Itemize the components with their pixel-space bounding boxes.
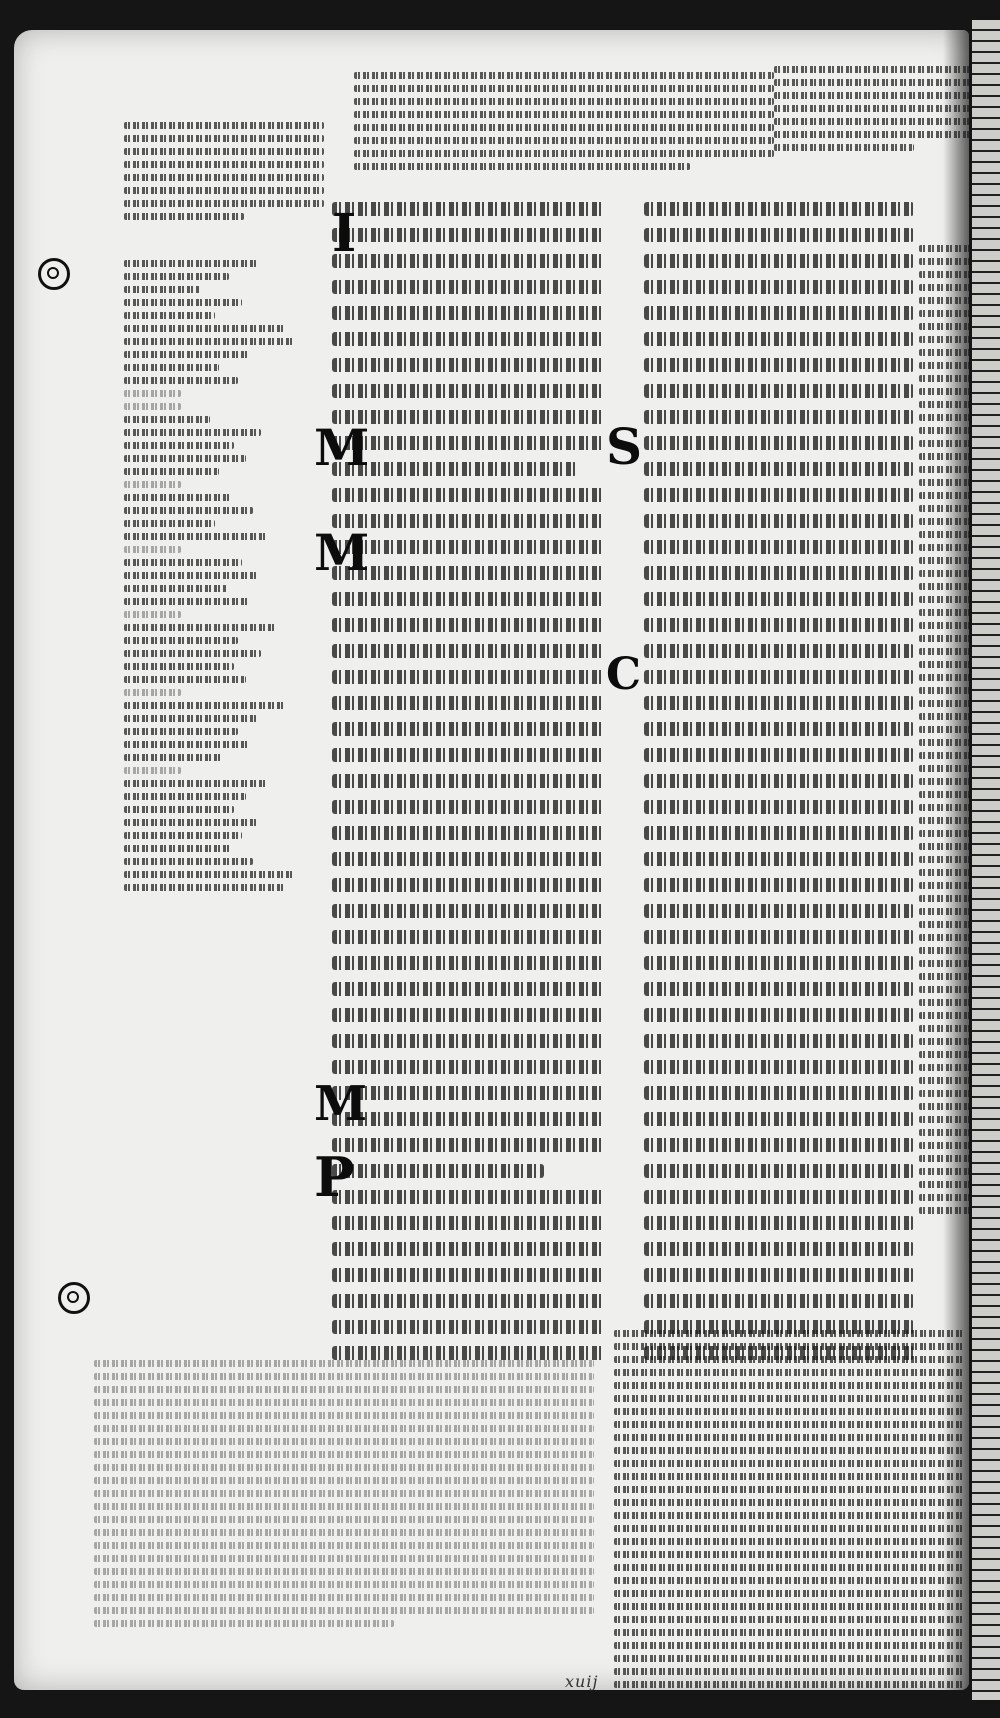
adjacent-page-edge [972,20,1000,1700]
left-marginal-notes [124,260,314,897]
initial-letter: S [606,417,643,476]
bottom-right-gloss-block [614,1330,964,1690]
folio-mark: xuij [565,1672,599,1691]
initial-letter: P [314,1145,355,1209]
bottom-left-gloss-block [94,1360,594,1633]
left-gloss-block [124,122,324,226]
initial-letter: M [314,418,370,477]
main-text-column-right [644,202,914,1372]
initial-letter: C [606,649,642,700]
top-gloss-block [354,72,774,176]
right-margin-gloss [919,245,969,1220]
initial-letter: M [314,523,370,582]
initial-letter: M [314,1076,368,1132]
marginal-ornament-icon [58,1282,90,1314]
initial-letter: I [332,203,357,264]
manuscript-page: I M M S C M P [14,30,969,1690]
main-text-column-left [332,202,604,1372]
marginal-ornament-icon [38,258,70,290]
top-right-gloss-block [774,66,969,157]
